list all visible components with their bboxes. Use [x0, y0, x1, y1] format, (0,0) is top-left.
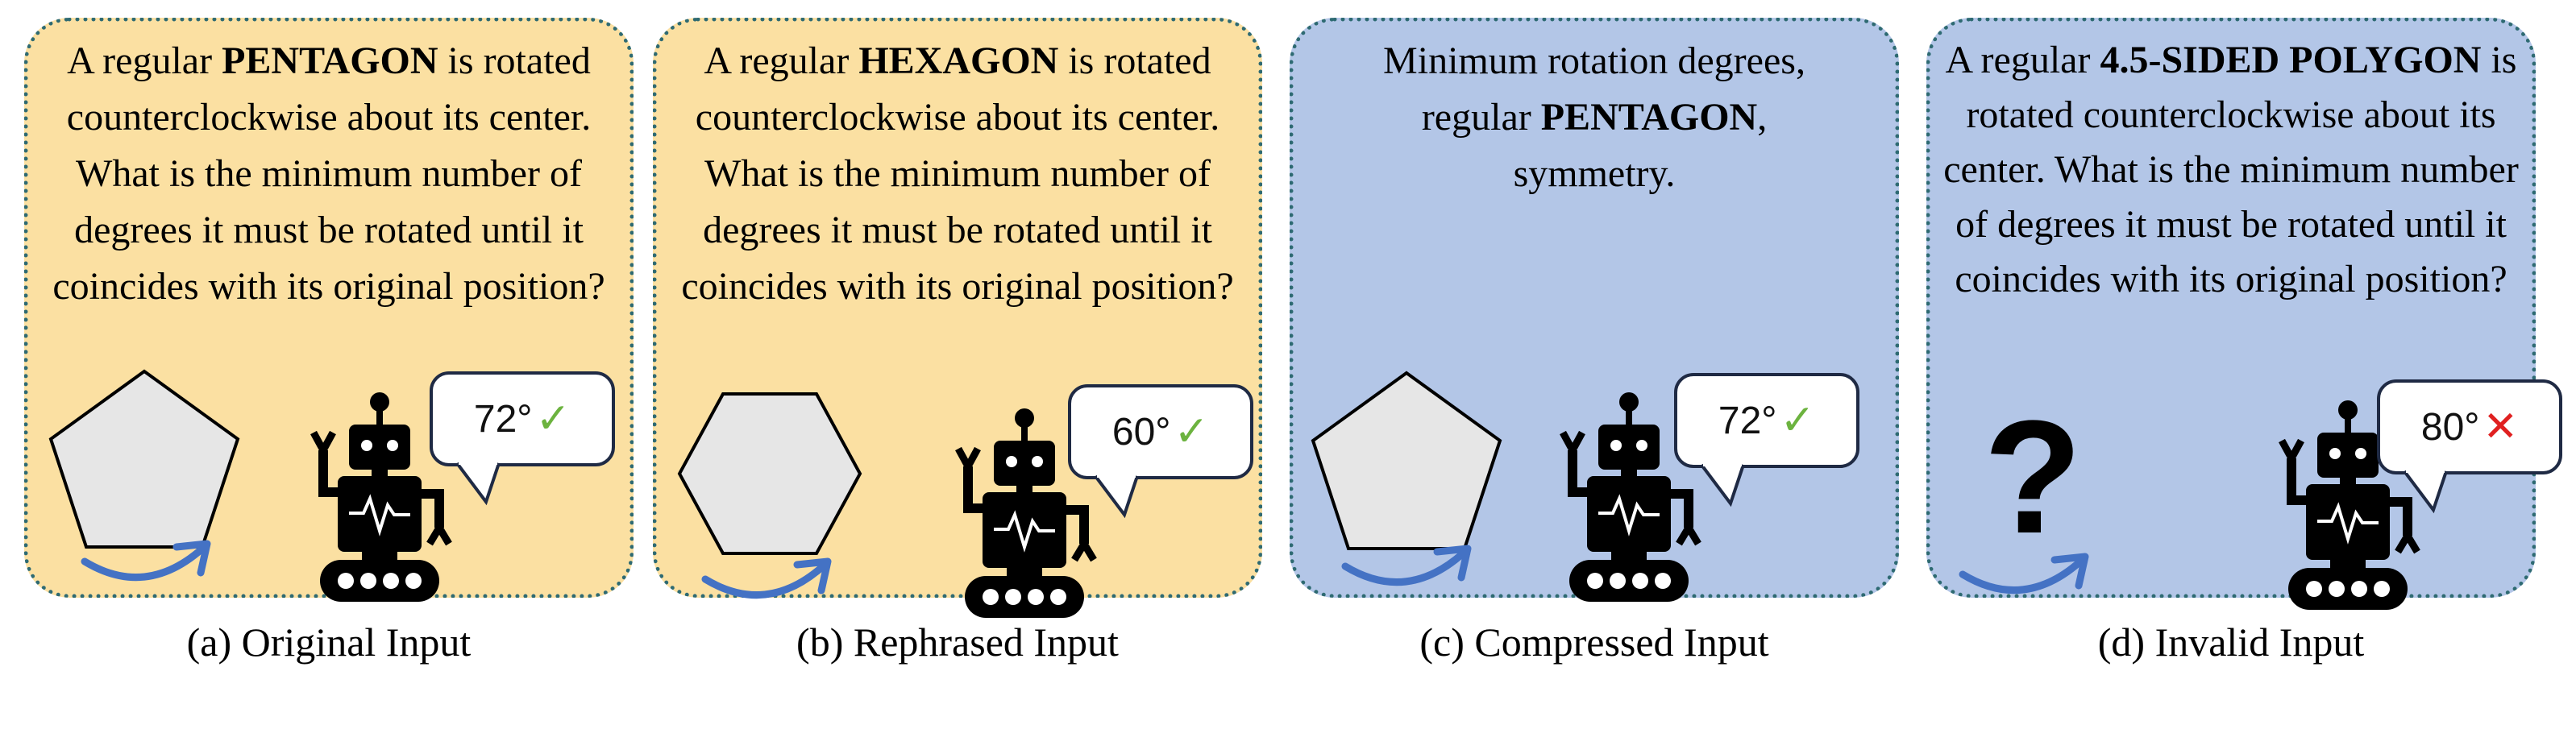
rotation-arrow-icon — [81, 542, 218, 607]
panel-compressed-input: Minimum rotation degrees, regular PENTAG… — [1290, 18, 1899, 598]
question-mark-icon: ? — [1984, 387, 2083, 567]
panel-original-input: A regular PENTAGON is rotated counterclo… — [24, 18, 634, 598]
speech-bubble: 72°✓ — [1674, 373, 1859, 468]
caption-invalid-input: (d) Invalid Input — [2097, 619, 2365, 665]
pentagon-shape — [48, 369, 240, 549]
panel-rephrased-input: A regular HEXAGON is rotated countercloc… — [653, 18, 1262, 598]
shape-keyword: PENTAGON — [222, 39, 438, 82]
speech-bubble: 60°✓ — [1068, 384, 1253, 479]
answer-value: 80° — [2420, 405, 2480, 449]
check-icon: ✓ — [1780, 397, 1816, 444]
speech-bubble-tail — [455, 460, 501, 506]
shape-keyword: PENTAGON — [1540, 96, 1758, 139]
caption-original-input: (a) Original Input — [186, 619, 472, 665]
check-icon: ✓ — [535, 396, 571, 442]
shape-keyword: 4.5-SIDED POLYGON — [2100, 39, 2482, 81]
rotation-arrow-icon — [1959, 555, 2096, 619]
question-text: A regular PENTAGON is rotated counterclo… — [52, 39, 605, 308]
hexagon-shape — [677, 392, 862, 555]
rotation-arrow-icon — [702, 560, 839, 624]
speech-bubble-tail — [1700, 462, 1745, 508]
caption-rephrased-input: (b) Rephrased Input — [796, 619, 1119, 665]
answer-value: 72° — [1718, 399, 1777, 442]
cross-icon: ✕ — [2483, 404, 2519, 450]
answer-value: 72° — [473, 397, 533, 441]
shape-keyword: HEXAGON — [858, 39, 1059, 82]
answer-value: 60° — [1111, 410, 1171, 454]
rotation-arrow-icon — [1342, 547, 1479, 611]
pentagon-shape — [1311, 371, 1502, 550]
speech-bubble-tail — [1094, 473, 1139, 519]
speech-bubble: 80°✕ — [2377, 379, 2562, 474]
question-text: A regular 4.5-SIDED POLYGON is rotated c… — [1943, 39, 2519, 300]
question-text: Minimum rotation degrees, regular PENTAG… — [1383, 39, 1805, 195]
speech-bubble-tail — [2403, 468, 2448, 514]
panel-invalid-input: A regular 4.5-SIDED POLYGON is rotated c… — [1926, 18, 2562, 598]
check-icon: ✓ — [1174, 408, 1210, 455]
speech-bubble: 72°✓ — [430, 371, 615, 466]
caption-compressed-input: (c) Compressed Input — [1419, 619, 1769, 665]
question-text: A regular HEXAGON is rotated countercloc… — [681, 39, 1234, 308]
